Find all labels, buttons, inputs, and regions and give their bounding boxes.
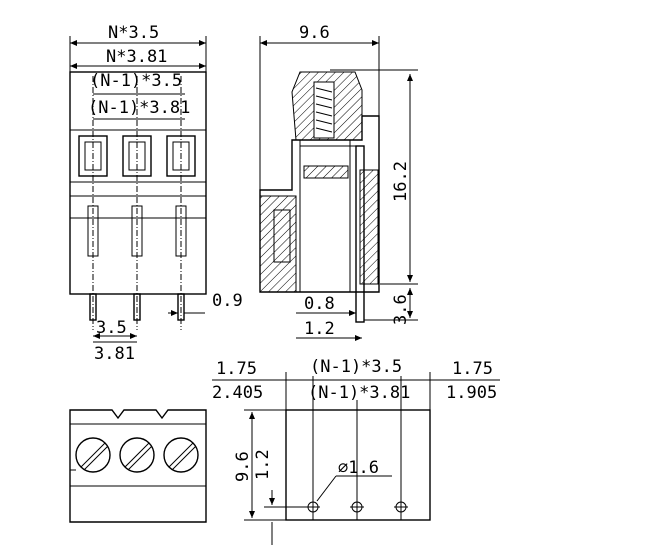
hole-offset-label: 1.2 (253, 449, 273, 480)
pin-thickness-label: 0.8 (304, 294, 335, 314)
pin-offset-label: 1.2 (304, 319, 335, 339)
right-margin-b-label: 1.905 (446, 383, 497, 403)
pin-length-label: 3.6 (391, 294, 411, 325)
front-width-381-label: N*3.81 (106, 47, 167, 67)
left-margin-a-label: 1.75 (216, 359, 257, 379)
footprint-pitch-35-label: (N-1)*3.5 (310, 357, 402, 377)
left-margin-b-label: 2.405 (212, 383, 263, 403)
footprint-pitch-381-label: (N-1)*3.81 (308, 383, 410, 403)
front-pitch-381-label: (N-1)*3.81 (88, 98, 190, 118)
depth-label: 9.6 (299, 23, 330, 43)
side-view: 9.6 16.2 3.6 0.8 1.2 (259, 23, 418, 341)
front-width-35-label: N*3.5 (108, 23, 159, 43)
front-view: N*3.5 N*3.81 (N-1)*3.5 (N-1)*3.81 (69, 23, 243, 364)
footprint-view: 1.75 2.405 (N-1)*3.5 (N-1)*3.81 1.75 1.9… (212, 357, 500, 545)
pin-pitch-35-label: 3.5 (96, 318, 127, 338)
pin-width-label: 0.9 (212, 291, 243, 311)
right-margin-a-label: 1.75 (452, 359, 493, 379)
pin-pitch-381-label: 3.81 (94, 344, 135, 364)
footprint-height-label: 9.6 (233, 451, 253, 482)
top-view (69, 409, 207, 523)
height-label: 16.2 (391, 161, 411, 202)
front-pitch-35-label: (N-1)*3.5 (90, 71, 182, 91)
hole-diameter-label: ∅1.6 (338, 458, 379, 478)
